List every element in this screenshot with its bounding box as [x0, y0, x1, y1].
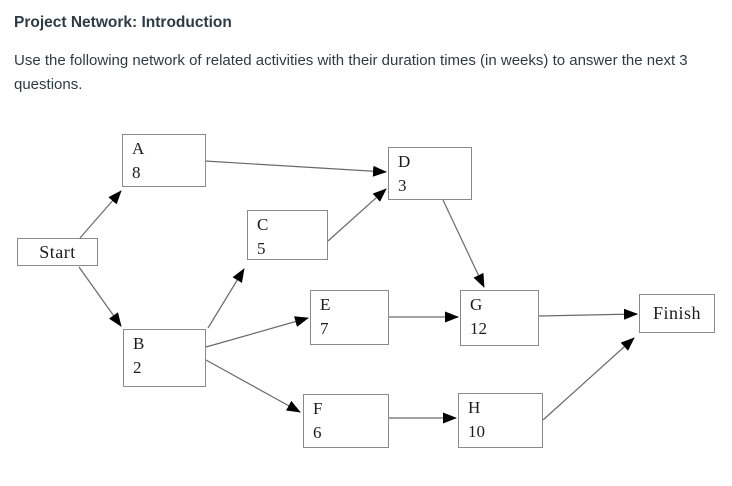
edge-start-a [79, 190, 122, 239]
edge-b-f [205, 359, 301, 413]
node-f-letter: F [313, 399, 323, 418]
node-h-duration: 10 [468, 422, 485, 441]
node-g-duration: 12 [470, 319, 487, 338]
edge-d-g [442, 199, 485, 288]
edge-h-finish [542, 337, 635, 421]
node-c: C 5 [247, 210, 328, 260]
edge-c-d [327, 188, 387, 242]
edge-b-c [207, 268, 245, 329]
node-a-duration: 8 [132, 163, 141, 182]
node-b-letter: B [133, 334, 145, 353]
node-c-letter: C [257, 215, 269, 234]
intro-text: Use the following network of related act… [14, 51, 688, 93]
question-text-block: Project Network: Introduction Use the fo… [0, 0, 732, 97]
node-g-letter: G [470, 295, 483, 314]
node-f: F 6 [303, 394, 389, 448]
node-e: E 7 [310, 290, 389, 345]
edge-start-b [78, 266, 122, 327]
node-h: H 10 [458, 393, 543, 448]
node-a-letter: A [132, 139, 145, 158]
node-b: B 2 [123, 329, 206, 387]
node-f-duration: 6 [313, 423, 322, 442]
page-title: Project Network: Introduction [14, 14, 232, 31]
node-h-letter: H [468, 398, 481, 417]
node-start-label: Start [39, 241, 76, 262]
node-start: Start [17, 238, 98, 266]
node-d: D 3 [388, 147, 472, 200]
node-g: G 12 [460, 290, 539, 346]
node-b-duration: 2 [133, 358, 142, 377]
node-finish: Finish [639, 294, 715, 333]
node-c-duration: 5 [257, 239, 266, 258]
edge-b-e [205, 316, 309, 348]
node-e-duration: 7 [320, 319, 329, 338]
edge-g-finish [538, 308, 638, 320]
node-finish-label: Finish [652, 303, 702, 323]
node-d-letter: D [398, 152, 411, 171]
node-d-duration: 3 [398, 176, 407, 195]
node-e-letter: E [320, 295, 331, 314]
edge-a-d [204, 160, 387, 177]
node-a: A 8 [122, 134, 206, 187]
